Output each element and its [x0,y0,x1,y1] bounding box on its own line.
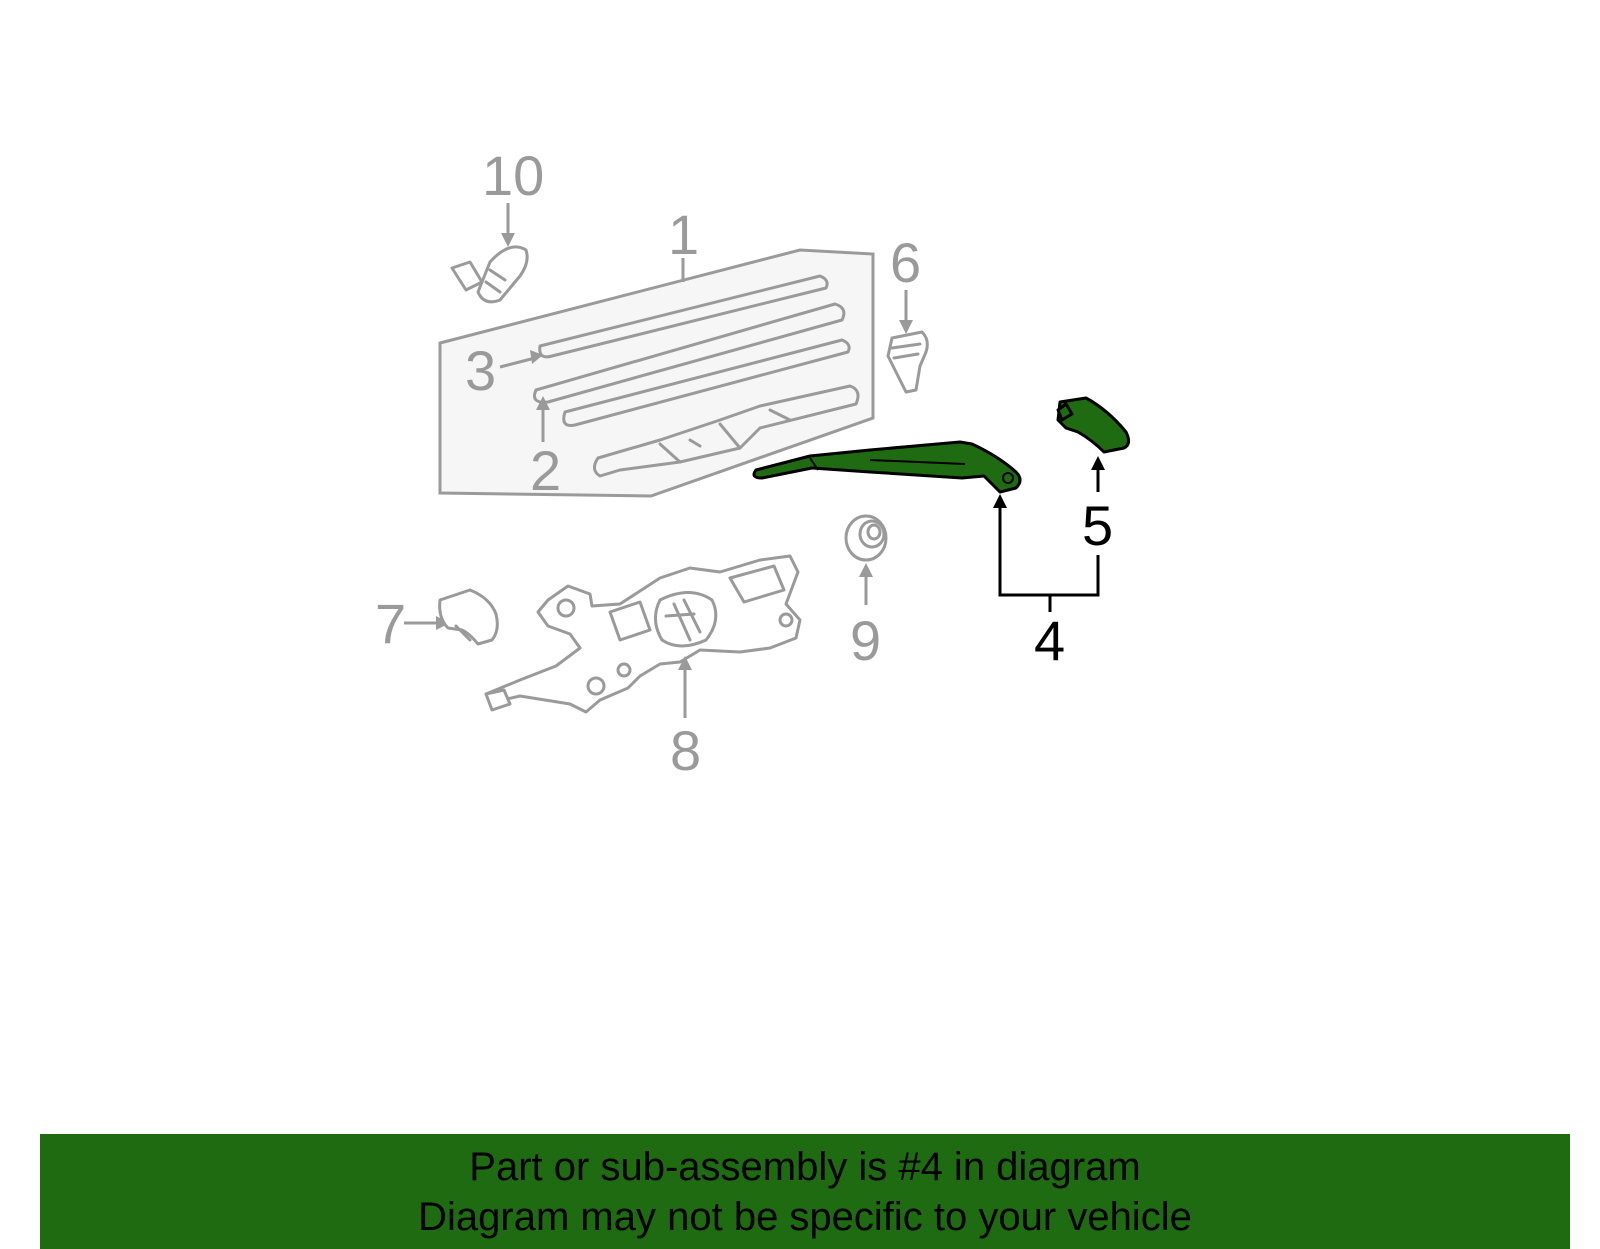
leader-3 [499,356,536,369]
wiper-refill-upper [538,274,829,359]
washer-nozzle-10 [450,245,529,304]
wiper-refill-lower [562,338,851,427]
callout-2: 2 [530,439,561,502]
wiper-insert-middle [533,302,846,404]
leader-2-arrowhead [536,396,550,410]
callout-8: 8 [670,719,701,782]
callout-6: 6 [890,231,921,294]
callout-1: 1 [668,203,699,266]
leader-10-arrowhead [501,233,515,247]
callout-10: 10 [482,144,544,207]
cover-7 [438,588,499,646]
clip-6 [886,330,929,394]
banner-line-disclaimer: Diagram may not be specific to your vehi… [418,1195,1192,1239]
leader-4-arrowhead [993,494,1007,508]
leader-3-arrowhead [530,350,543,364]
wiper-blade-frame [593,384,860,478]
callout-9: 9 [850,609,881,672]
leader-8-arrowhead [678,656,692,670]
info-banner: Part or sub-assembly is #4 in diagram Di… [40,1134,1570,1249]
banner-line-part: Part or sub-assembly is #4 in diagram [469,1145,1141,1189]
leader-6-arrowhead [899,320,913,334]
wiper-blade-frame-detail [658,408,792,464]
callout-5: 5 [1082,494,1113,557]
wiper-arm-4 [752,440,1022,494]
callout-3: 3 [465,339,496,402]
callout-7: 7 [375,592,406,655]
leader-9-arrowhead [859,563,873,577]
wiper-motor-8 [484,554,802,714]
callout-4: 4 [1034,609,1065,672]
leader-5-arrowhead [1091,456,1105,470]
wiper-arm-cap-5 [1056,396,1131,454]
grommet-9 [844,514,888,562]
